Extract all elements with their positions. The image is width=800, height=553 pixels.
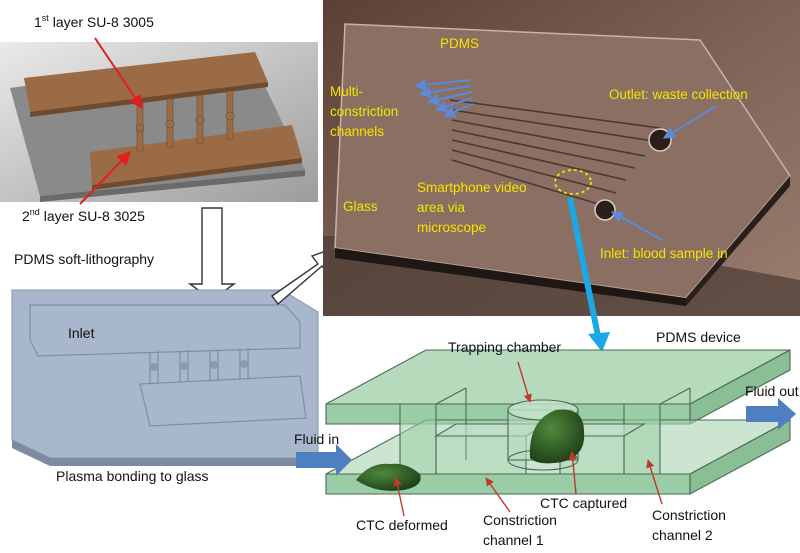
photo-smartphone-label-3: microscope — [417, 220, 486, 235]
photo-multi-label-1: Multi- — [330, 84, 363, 99]
photo-pdms-label: PDMS — [440, 36, 479, 51]
constriction1-label-1: Constriction — [483, 512, 557, 528]
fluid-in-label: Fluid in — [294, 431, 339, 447]
ctc-captured-pointer — [568, 451, 577, 495]
ctc-captured-cell — [529, 409, 585, 464]
second-layer-pointer — [79, 150, 131, 205]
constriction2-pointer — [646, 459, 663, 505]
photo-multi-label-2: constriction — [330, 104, 398, 119]
pdms-device-label: PDMS device — [656, 329, 741, 345]
pdms-softlithography-label: PDMS soft-lithography — [14, 251, 154, 267]
process-down-arrow — [187, 207, 237, 301]
photo-glass-label: Glass — [343, 199, 378, 214]
plasma-bonding-label: Plasma bonding to glass — [56, 468, 209, 484]
slab-inlet-label: Inlet — [68, 325, 95, 341]
pdms-slab-render — [11, 289, 319, 466]
ctc-deformed-label: CTC deformed — [356, 517, 448, 533]
ctc-captured-label: CTC captured — [540, 495, 627, 511]
photo-outlet-label: Outlet: waste collection — [609, 87, 748, 102]
first-layer-pointer — [94, 37, 143, 110]
fluid-out-label: Fluid out — [745, 383, 799, 399]
trapping-chamber-pointer — [517, 361, 532, 403]
ctc-deformed-pointer — [393, 477, 405, 517]
photo-inlet-label: Inlet: blood sample in — [600, 246, 728, 261]
outlet-pointer — [662, 105, 717, 139]
fluid-in-arrow — [296, 444, 352, 476]
constriction2-label-2: channel 2 — [652, 527, 713, 543]
zoom-arrow — [567, 197, 610, 352]
inlet-pointer — [610, 211, 663, 241]
constriction1-label-2: channel 1 — [483, 532, 544, 548]
channel-pointer-arrows — [413, 78, 474, 118]
su8-layers-render — [0, 42, 318, 202]
trapping-chamber-label: Trapping chamber — [448, 339, 561, 355]
first-layer-label: 1st layer SU-8 3005 — [34, 13, 154, 30]
second-layer-label: 2nd layer SU-8 3025 — [22, 207, 145, 224]
fluid-out-arrow — [746, 398, 796, 430]
constriction2-label-1: Constriction — [652, 507, 726, 523]
constriction1-pointer — [485, 477, 511, 513]
photo-smartphone-label-1: Smartphone video — [417, 180, 527, 195]
photo-smartphone-label-2: area via — [417, 200, 466, 215]
device-photo — [323, 0, 800, 316]
ctc-deformed-cell — [356, 463, 421, 491]
photo-multi-label-3: channels — [330, 124, 384, 139]
